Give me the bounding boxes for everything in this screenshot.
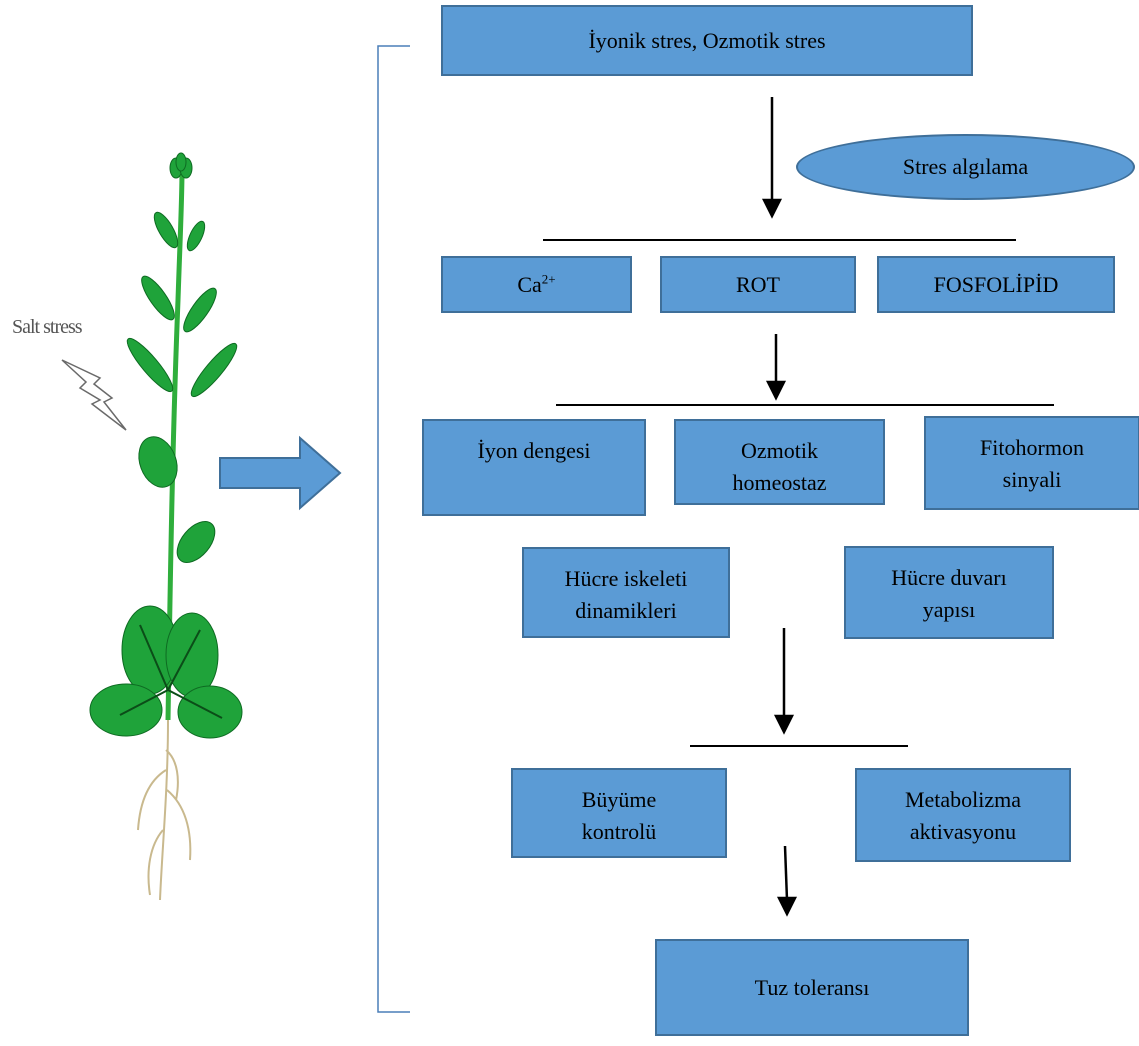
flower-bud	[169, 152, 193, 179]
stress-perception-label: Stres algılama	[902, 154, 1029, 179]
upper-leaves	[126, 211, 238, 398]
basal-leaves	[89, 605, 243, 739]
ion-balance-box: İyon dengesi	[422, 419, 646, 516]
calcium-box: Ca2+	[441, 256, 632, 313]
rot-label: ROT	[736, 271, 780, 297]
ion-balance-label: İyon dengesi	[477, 438, 591, 463]
salt-tolerance-box: Tuz toleransı	[655, 939, 969, 1036]
phospholipid-box: FOSFOLİPİD	[877, 256, 1115, 313]
divider-2	[556, 404, 1054, 406]
salt-stress-label: Salt stress	[12, 316, 83, 338]
block-arrow	[219, 435, 342, 511]
divider-1	[543, 239, 1016, 241]
lightning-icon	[61, 359, 127, 431]
roots	[137, 719, 192, 901]
plant-illustration	[61, 152, 243, 901]
mid-leaves	[138, 436, 216, 563]
bracket	[377, 45, 410, 1013]
flow-arrows	[761, 97, 798, 917]
calcium-label: Ca2+	[517, 271, 556, 297]
stress-box: İyonik stres, Ozmotik stres	[441, 5, 973, 76]
divider-3	[690, 745, 908, 747]
phospholipid-label: FOSFOLİPİD	[933, 271, 1059, 297]
stress-label: İyonik stres, Ozmotik stres	[588, 27, 826, 53]
stress-perception-ellipse: Stres algılama	[796, 134, 1135, 200]
salt-tolerance-label: Tuz toleransı	[754, 974, 870, 1000]
rot-box: ROT	[660, 256, 856, 313]
